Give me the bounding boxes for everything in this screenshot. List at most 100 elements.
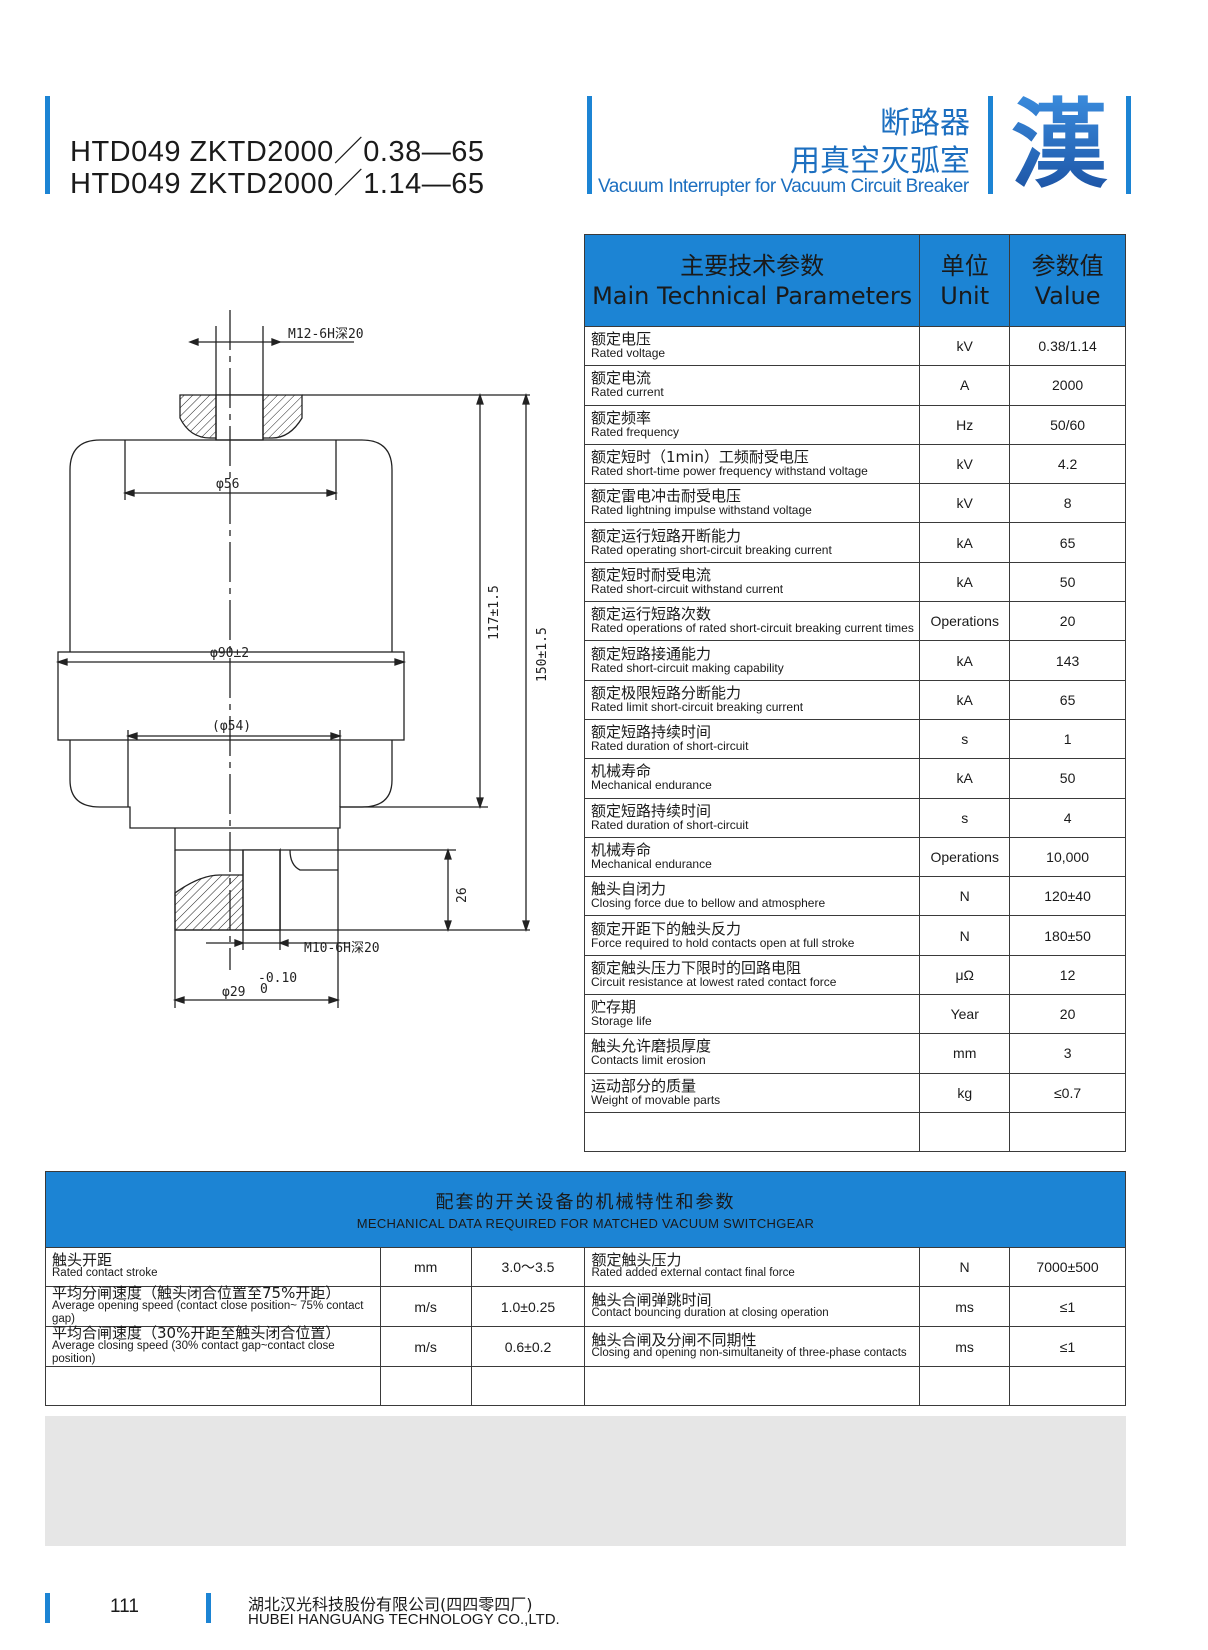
empty-cell <box>1009 1111 1126 1153</box>
param-name-cn: 贮存期 <box>591 998 637 1017</box>
param-name-en: Rated short-circuit withstand current <box>591 581 784 596</box>
param-name-en: Contacts limit erosion <box>591 1053 706 1068</box>
params-header-value-en: Value <box>1034 281 1101 310</box>
page-number: 111 <box>110 1596 139 1617</box>
param-name-cn: 触头允许磨损厚度 <box>591 1037 712 1056</box>
param-unit: μΩ <box>919 954 1011 996</box>
mech-left-name-cn: 平均分闸速度（触头闭合位置至75%开距） <box>52 1284 341 1302</box>
mech-header-row: 配套的开关设备的机械特性和参数 MECHANICAL DATA REQUIRED… <box>45 1171 1126 1248</box>
empty-cell <box>584 1366 921 1406</box>
param-value: 50/60 <box>1009 404 1126 445</box>
label-phi54: (φ54) <box>212 719 251 734</box>
mech-left-name: 平均合闸速度（30%开距至触头闭合位置）Average closing spee… <box>45 1324 381 1367</box>
company-name-cn: 湖北汉光科技股份有限公司(四四零四厂) <box>248 1595 533 1614</box>
params-header-name: 主要技术参数 Main Technical Parameters <box>583 234 921 327</box>
param-unit: s <box>919 718 1011 760</box>
mech-right-name-cn: 额定触头压力 <box>591 1251 682 1269</box>
mech-right-name-en: Rated added external contact final force <box>591 1267 795 1279</box>
table-row-empty <box>45 1366 1126 1406</box>
empty-cell <box>1009 1366 1126 1406</box>
param-value: 0.38/1.14 <box>1009 325 1126 367</box>
mech-title-cn: 配套的开关设备的机械特性和参数 <box>435 1192 736 1213</box>
empty-cell <box>379 1366 472 1406</box>
mech-left-unit: mm <box>379 1247 472 1287</box>
mech-left-value: 3.0～3.5 <box>470 1247 586 1287</box>
label-117: 117±1.5 <box>487 585 502 640</box>
param-name-cn: 额定运行短路开断能力 <box>591 526 742 545</box>
mech-right-name-cn: 触头合闸及分闸不同期性 <box>591 1330 757 1349</box>
param-unit: A <box>919 365 1011 406</box>
mech-right-name-en: Contact bouncing duration at closing ope… <box>591 1306 829 1319</box>
param-value: 50 <box>1009 758 1126 799</box>
mech-left-value: 0.6±0.2 <box>470 1326 586 1367</box>
params-header-unit: 单位 Unit <box>919 234 1011 327</box>
mech-right-unit: ms <box>919 1286 1011 1327</box>
param-name-cn: 额定电流 <box>591 369 652 388</box>
param-name-cn: 触头自闭力 <box>591 880 667 899</box>
param-value: 20 <box>1009 601 1126 642</box>
param-name-en: Circuit resistance at lowest rated conta… <box>591 974 837 989</box>
param-unit: N <box>919 915 1011 956</box>
param-unit: kA <box>919 522 1011 563</box>
param-name-en: Rated duration of short-circuit <box>591 739 749 754</box>
mech-right-value: 7000±500 <box>1009 1247 1126 1287</box>
param-name-en: Rated duration of short-circuit <box>591 817 749 832</box>
mech-right-value: ≤1 <box>1009 1326 1126 1367</box>
params-header-value: 参数值 Value <box>1009 234 1126 327</box>
interrupter-dimension-drawing: M12-6H深20 φ56 φ90±2 (φ54) 117±1.5 150±1.… <box>55 310 550 1008</box>
empty-cell <box>919 1366 1011 1406</box>
param-unit: N <box>919 876 1011 917</box>
header-mid-accent-bar <box>587 96 592 194</box>
label-26: 26 <box>455 887 470 903</box>
param-name-en: Mechanical endurance <box>591 778 712 793</box>
param-name-en: Rated short-circuit making capability <box>591 660 784 675</box>
mech-left-name-cn: 平均合闸速度（30%开距至触头闭合位置） <box>52 1324 341 1342</box>
params-header-row: 主要技术参数 Main Technical Parameters 单位 Unit… <box>583 234 1126 327</box>
header-left-accent-bar <box>45 96 50 194</box>
mech-title-en: MECHANICAL DATA REQUIRED FOR MATCHED VAC… <box>356 1216 815 1231</box>
footer-left-accent-bar <box>45 1593 50 1623</box>
param-name-cn: 机械寿命 <box>591 762 652 781</box>
param-value: 65 <box>1009 679 1126 720</box>
logo-character: 漢 <box>1011 90 1108 192</box>
param-name-en: Rated short-time power frequency withsta… <box>591 464 868 479</box>
param-name-cn: 额定频率 <box>591 408 652 427</box>
param-value: 2000 <box>1009 365 1126 406</box>
table-row: 平均合闸速度（30%开距至触头闭合位置）Average closing spee… <box>45 1324 1126 1367</box>
param-name-en: Rated lightning impulse withstand voltag… <box>591 503 812 518</box>
footer-mid-accent-bar <box>206 1593 211 1623</box>
brand-title-en: Vacuum Interrupter for Vacuum Circuit Br… <box>598 176 969 197</box>
param-unit: mm <box>919 1033 1011 1074</box>
param-name-cn: 额定运行短路次数 <box>591 605 712 624</box>
param-unit: Hz <box>919 404 1011 445</box>
param-name-en: Storage life <box>591 1014 652 1029</box>
param-value: 180±50 <box>1009 915 1126 956</box>
param-name-cn: 额定短时耐受电流 <box>591 565 712 584</box>
empty-cell <box>919 1111 1011 1153</box>
param-unit: kA <box>919 640 1011 681</box>
param-name-en: Mechanical endurance <box>591 857 712 871</box>
params-header-name-cn: 主要技术参数 <box>680 251 825 280</box>
param-name-en: Rated operating short-circuit breaking c… <box>591 542 832 557</box>
